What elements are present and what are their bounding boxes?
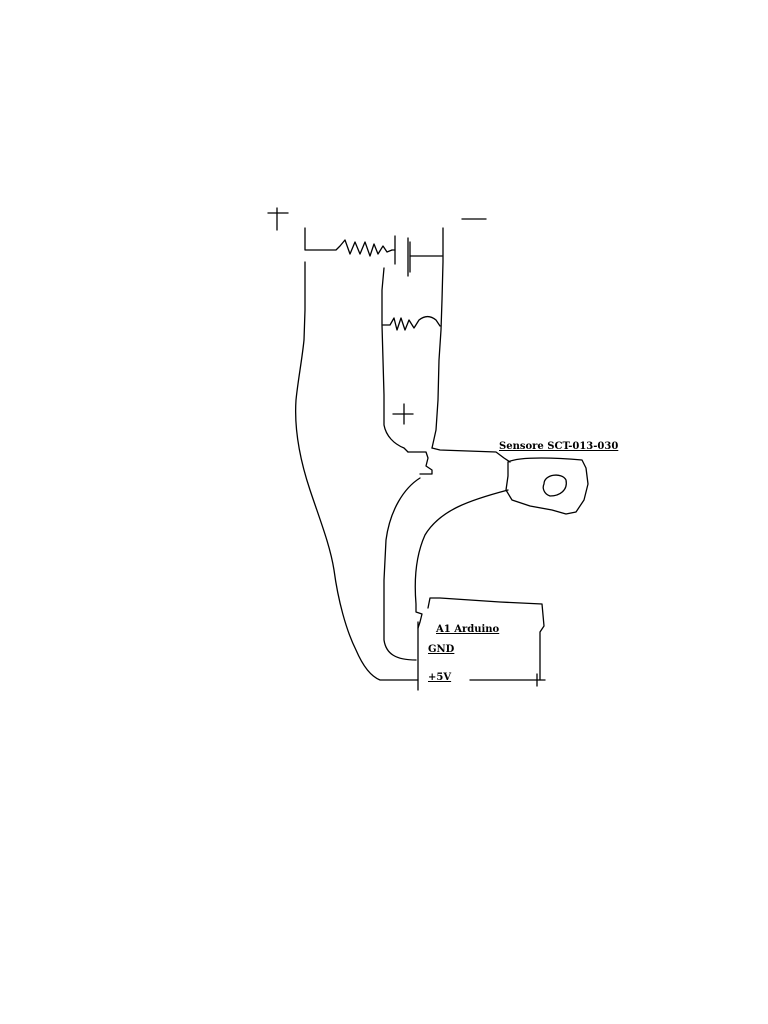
current-clamp-icon [505,457,589,515]
a1-arduino-label: A1 Arduino [435,624,500,635]
wire-junction-step [407,451,433,475]
sensor-label: Sensore SCT-013-030 [499,441,618,452]
plus-sign-icon [392,403,414,425]
arduino-header-icon [417,597,546,691]
resistor-icon [304,227,393,257]
plus-sign-icon [267,207,289,231]
wire-to-sensor-top [431,447,511,463]
5v-label: +5V [428,672,451,683]
wire-right-vertical [431,227,444,449]
capacitor-icon [382,315,441,331]
wire-gnd [383,477,421,661]
battery-icon [391,235,443,277]
wire-inner-left [381,267,409,453]
wire-sensor-return [414,489,509,629]
wire-5v [294,261,419,681]
gnd-label: GND [428,644,455,655]
